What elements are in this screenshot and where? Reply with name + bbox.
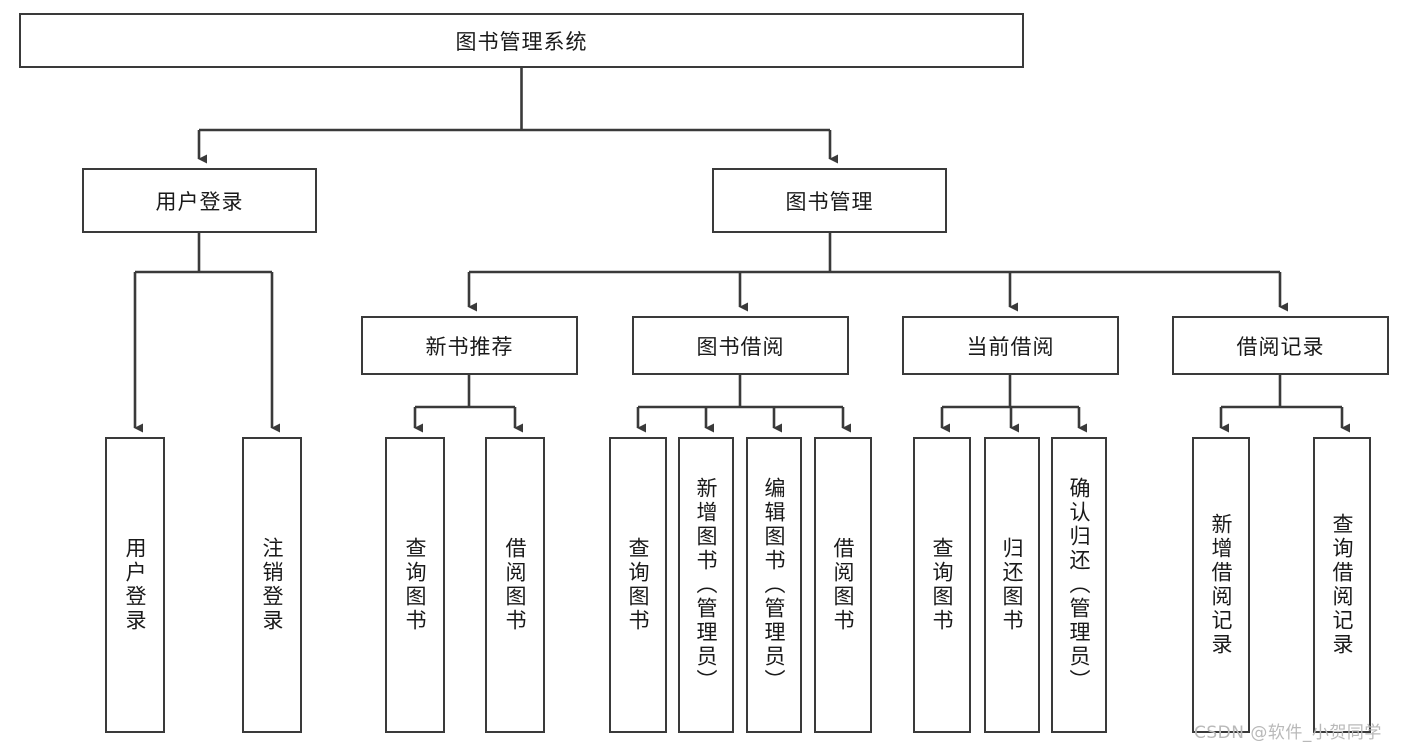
- node-label: 借阅记录: [1236, 334, 1325, 359]
- node-label: 编辑图书（管理员）: [762, 477, 787, 693]
- node-current-borrow[interactable]: 当前借阅: [902, 316, 1119, 375]
- node-leaf-borrow-book-1[interactable]: 借阅图书: [485, 437, 545, 733]
- node-leaf-logout-login[interactable]: 注销登录: [242, 437, 302, 733]
- node-label: 当前借阅: [966, 334, 1055, 359]
- csdn-watermark: CSDN @软件_小贺同学: [1194, 723, 1382, 743]
- node-label: 注销登录: [260, 537, 285, 633]
- node-label: 借阅图书: [831, 537, 856, 633]
- node-label: 借阅图书: [503, 537, 528, 633]
- node-book-management[interactable]: 图书管理: [712, 168, 947, 233]
- node-leaf-return-book[interactable]: 归还图书: [984, 437, 1040, 733]
- node-leaf-confirm-return-admin[interactable]: 确认归还（管理员）: [1051, 437, 1107, 733]
- node-book-management-system[interactable]: 图书管理系统: [19, 13, 1024, 68]
- node-label: 查询图书: [403, 537, 428, 633]
- node-leaf-query-book-3[interactable]: 查询图书: [913, 437, 971, 733]
- node-leaf-user-login[interactable]: 用户登录: [105, 437, 165, 733]
- node-label: 用户登录: [123, 537, 148, 633]
- node-label: 查询借阅记录: [1330, 513, 1355, 657]
- node-label: 图书管理: [785, 189, 874, 214]
- node-leaf-query-book-2[interactable]: 查询图书: [609, 437, 667, 733]
- node-label: 查询图书: [930, 537, 955, 633]
- node-borrow-record[interactable]: 借阅记录: [1172, 316, 1389, 375]
- node-label: 图书管理系统: [455, 29, 588, 54]
- node-label: 查询图书: [626, 537, 651, 633]
- node-label: 用户登录: [155, 189, 244, 214]
- node-leaf-edit-book-admin[interactable]: 编辑图书（管理员）: [746, 437, 802, 733]
- node-label: 确认归还（管理员）: [1067, 477, 1092, 693]
- node-leaf-query-borrow-record[interactable]: 查询借阅记录: [1313, 437, 1371, 733]
- node-label: 新书推荐: [425, 334, 514, 359]
- node-user-login[interactable]: 用户登录: [82, 168, 317, 233]
- node-label: 新增图书（管理员）: [694, 477, 719, 693]
- node-leaf-borrow-book-2[interactable]: 借阅图书: [814, 437, 872, 733]
- node-leaf-query-book-1[interactable]: 查询图书: [385, 437, 445, 733]
- node-leaf-add-book-admin[interactable]: 新增图书（管理员）: [678, 437, 734, 733]
- node-label: 图书借阅: [696, 334, 785, 359]
- node-label: 归还图书: [1000, 537, 1025, 633]
- node-new-book-recommend[interactable]: 新书推荐: [361, 316, 578, 375]
- node-label: 新增借阅记录: [1209, 513, 1234, 657]
- node-book-borrow[interactable]: 图书借阅: [632, 316, 849, 375]
- node-leaf-add-borrow-record[interactable]: 新增借阅记录: [1192, 437, 1250, 733]
